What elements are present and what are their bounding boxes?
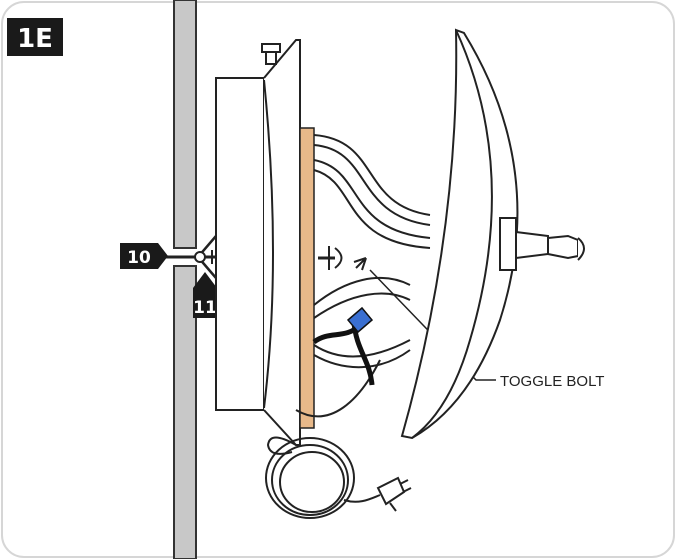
wall-anchor <box>165 235 222 279</box>
light-shade <box>400 28 519 440</box>
callout-10: 10 <box>120 243 168 269</box>
power-plug <box>376 476 412 512</box>
gasket-strip <box>299 127 315 429</box>
step-badge: 1E <box>7 18 63 56</box>
wires <box>295 134 431 418</box>
wall <box>173 0 197 559</box>
wire-connector <box>312 306 375 386</box>
shade-socket <box>499 217 585 271</box>
toggle-bolt-label: TOGGLE BOLT <box>500 373 604 390</box>
callout-10-label: 10 <box>127 248 151 268</box>
toggle-bolt-leader <box>369 269 496 381</box>
callout-11: 11 <box>193 272 217 318</box>
fixture-base <box>215 39 301 446</box>
toggle-bolt <box>318 246 367 271</box>
power-cord <box>265 436 381 519</box>
step-badge-label: 1E <box>17 24 53 54</box>
callout-11-label: 11 <box>193 298 217 318</box>
